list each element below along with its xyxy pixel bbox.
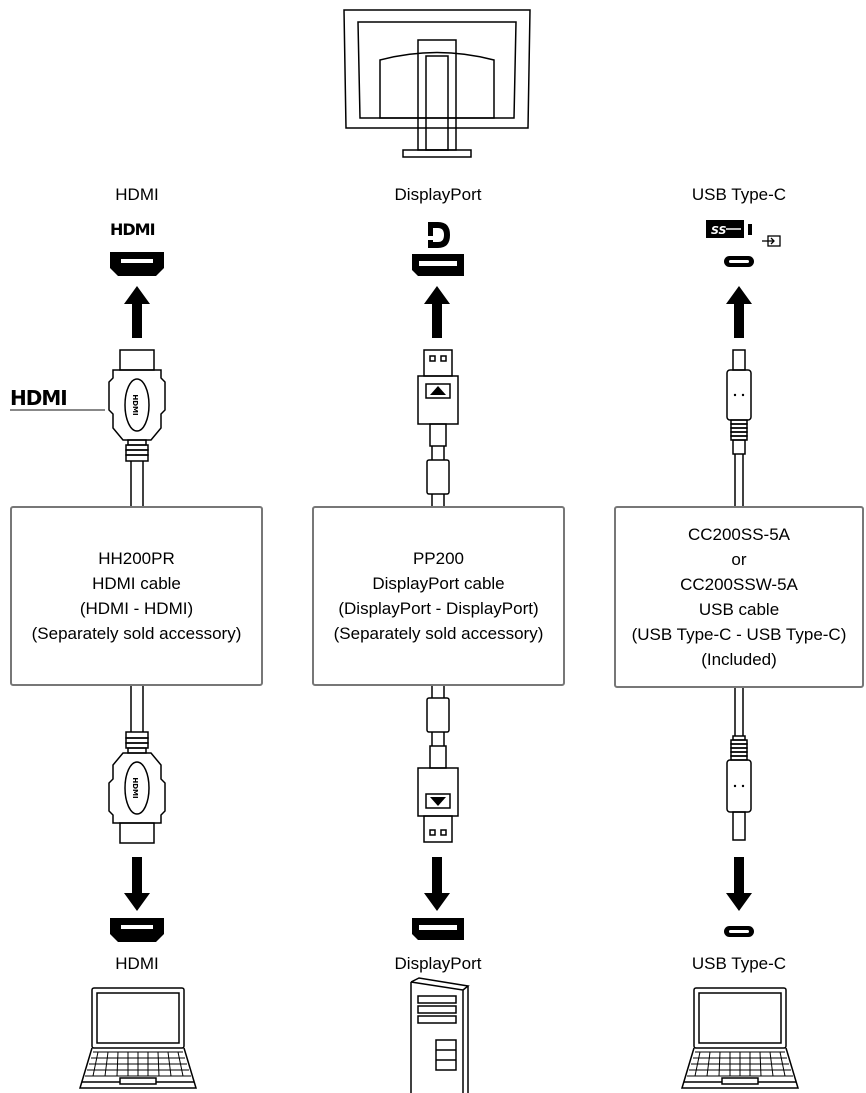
cable-type: DisplayPort cable xyxy=(372,574,505,593)
cable-box-hdmi: HH200PR HDMI cable (HDMI - HDMI) (Separa… xyxy=(10,506,263,686)
hdmi-port-pc-icon xyxy=(110,918,164,942)
cable-or: or xyxy=(731,550,747,569)
down-arrow-icon xyxy=(726,857,752,911)
cable-box-usbc: CC200SS-5A or CC200SSW-5A USB cable (USB… xyxy=(614,506,864,688)
displayport-column-graphics xyxy=(412,222,464,940)
cable-model-alt: CC200SSW-5A xyxy=(680,575,798,594)
laptop-icon xyxy=(78,987,198,1089)
laptop-icon xyxy=(680,987,800,1089)
cable-box-displayport: PP200 DisplayPort cable (DisplayPort - D… xyxy=(312,506,565,686)
cable-model: PP200 xyxy=(412,549,465,568)
hdmi-column-graphics: HDMI HDMI xyxy=(108,252,166,942)
svg-text:SS: SS xyxy=(711,224,727,237)
svg-text:HDMI: HDMI xyxy=(131,394,139,415)
hdmi-side-logo-icon: HDMI xyxy=(10,386,68,410)
cable-note: (Separately sold accessory) xyxy=(333,624,544,643)
cable-ends: (HDMI - HDMI) xyxy=(79,599,194,618)
up-arrow-icon xyxy=(726,286,752,338)
usbc-column-graphics: SS xyxy=(706,220,781,937)
displayport-logo-icon xyxy=(428,222,450,248)
cable-ends: (USB Type-C - USB Type-C) xyxy=(631,625,847,644)
cable-note: (Included) xyxy=(701,650,777,669)
bottom-label-usbc: USB Type-C xyxy=(691,954,787,973)
cable-type: HDMI cable xyxy=(92,574,181,593)
cable-type: USB cable xyxy=(698,600,780,619)
top-label-hdmi: HDMI xyxy=(115,185,159,204)
cable-model: HH200PR xyxy=(98,549,175,568)
top-label-usbc: USB Type-C xyxy=(691,185,787,204)
cable-model: CC200SS-5A xyxy=(687,525,791,544)
superspeed-usb-logo-icon: SS xyxy=(706,220,752,238)
bottom-label-displayport: DisplayPort xyxy=(394,954,482,973)
top-label-displayport: DisplayPort xyxy=(394,185,482,204)
cable-ends: (DisplayPort - DisplayPort) xyxy=(338,599,539,618)
hdmi-port-monitor-icon xyxy=(110,252,164,276)
monitor-rear-icon xyxy=(343,9,531,158)
hdmi-logo-tagline-icon xyxy=(10,409,105,411)
svg-text:HDMI: HDMI xyxy=(131,777,139,798)
desktop-tower-icon xyxy=(410,977,470,1093)
cable-note: (Separately sold accessory) xyxy=(31,624,242,643)
up-arrow-icon xyxy=(424,286,450,338)
down-arrow-icon xyxy=(124,857,150,911)
hdmi-logo-icon: HDMI xyxy=(110,220,156,239)
down-arrow-icon xyxy=(424,857,450,911)
bottom-label-hdmi: HDMI xyxy=(115,954,159,973)
input-source-icon xyxy=(762,235,781,247)
up-arrow-icon xyxy=(124,286,150,338)
